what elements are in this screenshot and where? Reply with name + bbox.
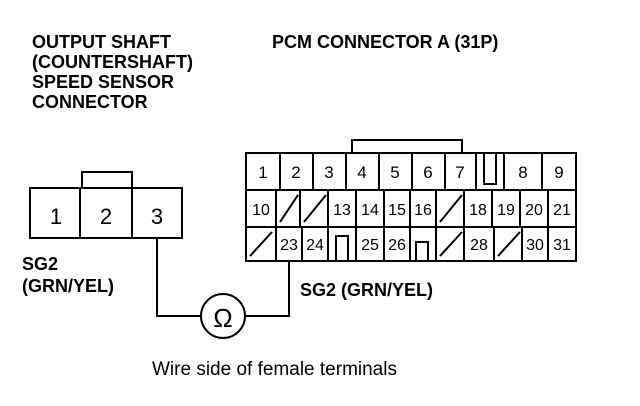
ohm-symbol: Ω <box>213 303 232 333</box>
pcm-pin-16: 16 <box>414 202 432 219</box>
pcm-pin-2: 2 <box>291 163 300 182</box>
pcm-pin-1: 1 <box>258 163 267 182</box>
sensor-pin-1: 1 <box>50 204 62 229</box>
pcm-connector-lock-tab <box>351 139 463 153</box>
test-wiring <box>156 238 290 339</box>
pcm-connector <box>245 139 577 262</box>
pcm-wire-label: SG2 (GRN/YEL) <box>300 280 433 300</box>
sensor-title-line-2: (COUNTERSHAFT) <box>32 52 193 72</box>
pcm-pin-3: 3 <box>324 163 333 182</box>
caption: Wire side of female terminals <box>152 359 397 380</box>
pcm-pin-19: 19 <box>497 202 515 219</box>
pcm-pin-14: 14 <box>361 202 379 219</box>
sensor-pin-2: 2 <box>100 204 112 229</box>
sensor-pin-3: 3 <box>151 204 163 229</box>
pcm-pin-5: 5 <box>390 163 399 182</box>
pcm-pin-26: 26 <box>388 237 406 254</box>
pcm-connector-title: PCM CONNECTOR A (31P) <box>272 32 498 52</box>
pcm-pin-7: 7 <box>455 163 464 182</box>
pcm-pin-15: 15 <box>388 202 406 219</box>
sensor-title-line-3: SPEED SENSOR <box>32 72 174 92</box>
sensor-title-line-1: OUTPUT SHAFT <box>32 32 171 52</box>
pcm-pin-18: 18 <box>469 202 487 219</box>
sensor-title-line-4: CONNECTOR <box>32 92 148 112</box>
pcm-pin-31: 31 <box>553 237 571 254</box>
sensor-connector-lock-tab <box>81 171 133 189</box>
sensor-wire-label-1: SG2 <box>22 254 58 274</box>
pcm-pin-9: 9 <box>554 163 563 182</box>
sensor-wire-label-2: (GRN/YEL) <box>22 276 114 296</box>
pcm-pin-21: 21 <box>553 202 571 219</box>
pcm-keyway-notch <box>415 241 429 261</box>
ohmmeter-icon <box>200 293 246 339</box>
pcm-keyway-notch <box>335 235 349 261</box>
pcm-pin-10: 10 <box>252 202 270 219</box>
sensor-connector <box>29 171 183 239</box>
pcm-pin-8: 8 <box>518 163 527 182</box>
pcm-keyway-notch <box>483 153 497 185</box>
pcm-pin-20: 20 <box>525 202 543 219</box>
wire-meter-to-pcm <box>246 261 290 317</box>
wire-sensor-to-meter <box>156 238 200 317</box>
pcm-pin-13: 13 <box>333 202 351 219</box>
pcm-pin-24: 24 <box>306 237 324 254</box>
pcm-pin-4: 4 <box>357 163 366 182</box>
pcm-pin-30: 30 <box>526 237 544 254</box>
pcm-pin-28: 28 <box>470 237 488 254</box>
pcm-pin-23: 23 <box>280 237 298 254</box>
pcm-pin-25: 25 <box>361 237 379 254</box>
pcm-pin-6: 6 <box>423 163 432 182</box>
